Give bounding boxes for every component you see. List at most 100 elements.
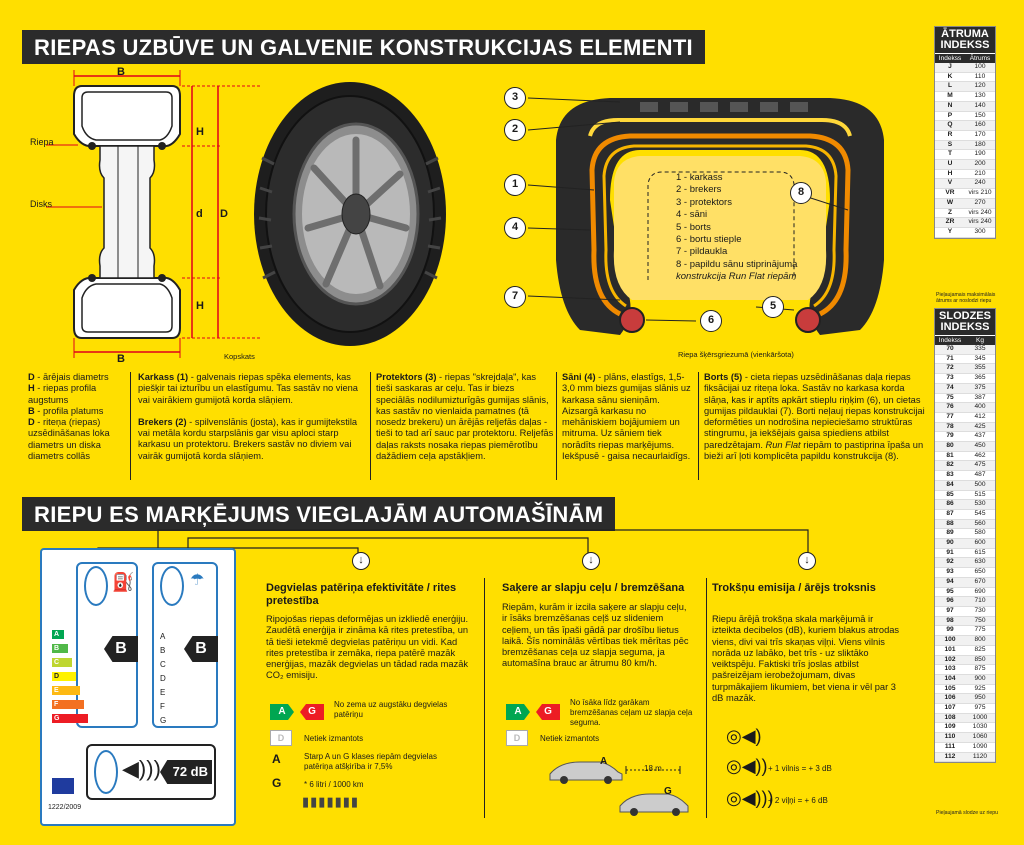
- section2-title: RIEPU ES MARĶĒJUMS VIEGLAJĀM AUTOMAŠĪNĀM: [22, 497, 616, 531]
- table-cell: 97: [946, 606, 954, 614]
- table-cell: Y: [947, 227, 953, 235]
- table-cell: 425: [974, 422, 986, 430]
- grade-a-chip: A: [270, 704, 294, 720]
- table-cell: 500: [974, 480, 986, 488]
- table-cell: 98: [946, 616, 954, 624]
- table-cell: 108: [944, 713, 956, 721]
- grade-bar-e: E: [52, 686, 80, 695]
- table-row: 84 500: [935, 480, 995, 491]
- table-cell: 355: [974, 364, 986, 372]
- title-line: ĀTRUMA: [941, 28, 989, 40]
- table-cell: P: [947, 111, 953, 119]
- table-row: 97 730: [935, 607, 995, 617]
- table-cell: 71: [946, 354, 954, 362]
- table-cell: 1060: [972, 733, 988, 741]
- table-cell: 101: [944, 645, 956, 653]
- grade-letter: F: [160, 702, 165, 711]
- table-cell: 1090: [972, 742, 988, 750]
- callout-4: 4: [504, 217, 526, 239]
- table-cell: ZR: [945, 218, 955, 226]
- tyre-icon: [84, 566, 108, 606]
- table-cell: 103: [944, 665, 956, 673]
- table-cell: 140: [974, 101, 986, 109]
- grade-a-chip: A: [506, 704, 530, 720]
- table-cell: Z: [947, 208, 953, 216]
- noise-icon-three: ◎◀))): [726, 788, 774, 808]
- table-cell: 365: [974, 374, 986, 382]
- table-cell: 487: [974, 471, 986, 479]
- table-cell: 690: [974, 587, 986, 595]
- table-cell: 335: [974, 345, 986, 352]
- load-table-note: Pieļaujamā slodze uz riepu: [936, 810, 998, 816]
- table-cell: 437: [974, 432, 986, 440]
- table-cell: 580: [974, 529, 986, 537]
- regulation-number: 1222/2009: [48, 804, 82, 811]
- grade-g-chip: G: [536, 704, 560, 720]
- table-cell: 412: [974, 412, 986, 420]
- definition: Run Flat: [765, 439, 801, 450]
- table-cell: W: [946, 198, 954, 206]
- arrow-down-icon: ↓: [352, 552, 370, 570]
- term: Karkass (1): [138, 372, 189, 382]
- dim-b-top: B: [117, 66, 125, 78]
- wet-range-note: No īsāka līdz garākam bremzēšanas ceļam …: [570, 698, 693, 727]
- table-cell: 85: [946, 490, 954, 498]
- table-cell: 387: [974, 393, 986, 401]
- noise-title: Trokšņu emisija / ārējs troksnis: [712, 582, 876, 594]
- table-cell: 1030: [972, 723, 988, 731]
- table-cell: N: [947, 101, 953, 109]
- grade-g-chip: G: [300, 704, 324, 720]
- term: Brekers (2): [138, 416, 187, 427]
- fuel-d-note: Netiek izmantots: [304, 734, 364, 743]
- table-cell: 84: [946, 480, 954, 488]
- table-cell: 90: [946, 539, 954, 547]
- definition: riepām to pastiprina īpaša un bieži arī …: [704, 439, 924, 462]
- table-cell: 92: [946, 558, 954, 566]
- table-cell: U: [947, 160, 953, 168]
- grade-bar-a: A: [52, 630, 64, 639]
- definition: - galvenais riepas spēka elements, kas p…: [138, 372, 358, 405]
- noise-one-wave: + 1 vilnis = + 3 dB: [768, 764, 832, 773]
- term: B: [28, 405, 35, 416]
- table-cell: 545: [974, 509, 986, 517]
- table-cell: Q: [947, 121, 953, 129]
- text-col-bead: Borts (5) - cieta riepas uzsēdināšanas d…: [704, 372, 930, 462]
- grade-letter: A: [160, 632, 166, 641]
- table-cell: 630: [974, 558, 986, 566]
- braking-distance: 18 m: [644, 764, 662, 773]
- grade-bar-c: C: [52, 658, 72, 667]
- table-cell: 925: [974, 684, 986, 692]
- table-cell: 70: [946, 345, 954, 352]
- term: Borts (5): [704, 372, 743, 382]
- title-line: SLODZES: [939, 310, 991, 322]
- divider: [556, 372, 557, 480]
- table-cell: 730: [974, 606, 986, 614]
- tyre-icon: [160, 566, 184, 606]
- table-cell: 86: [946, 500, 954, 508]
- table-cell: 81: [946, 451, 954, 459]
- table-cell: 88: [946, 519, 954, 527]
- definition: - profila platums: [34, 405, 104, 416]
- table-cell: VR: [945, 189, 955, 197]
- table-cell: 96: [946, 597, 954, 605]
- table-cell: 650: [974, 568, 986, 576]
- legend-item: 7 - pildaukla: [676, 246, 728, 258]
- header-cell: Indekss: [938, 55, 962, 62]
- table-cell: 375: [974, 383, 986, 391]
